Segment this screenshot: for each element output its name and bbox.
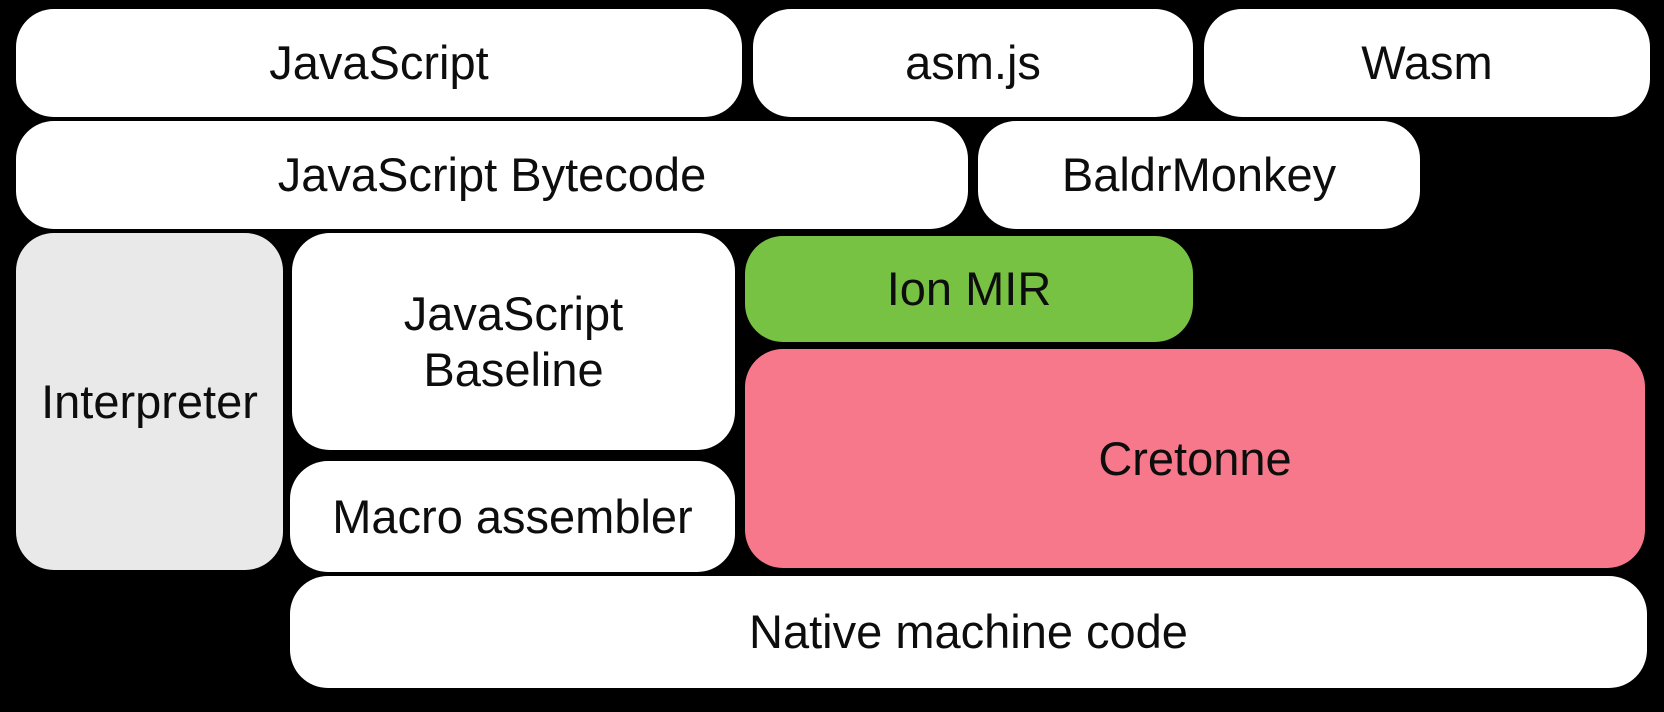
node-javascript-bytecode: JavaScript Bytecode — [16, 121, 968, 229]
node-asmjs: asm.js — [753, 9, 1193, 117]
node-javascript-baseline-label: JavaScript Baseline — [403, 287, 624, 396]
node-baldrmonkey-label: BaldrMonkey — [1061, 148, 1337, 202]
node-javascript: JavaScript — [16, 9, 742, 117]
node-ion-mir-label: Ion MIR — [886, 262, 1052, 316]
node-wasm: Wasm — [1204, 9, 1650, 117]
node-interpreter-label: Interpreter — [41, 374, 258, 428]
node-macro-assembler-label: Macro assembler — [332, 489, 693, 543]
node-cretonne: Cretonne — [745, 349, 1645, 568]
node-ion-mir: Ion MIR — [745, 236, 1193, 342]
node-macro-assembler: Macro assembler — [290, 461, 735, 572]
node-asmjs-label: asm.js — [905, 36, 1041, 90]
node-interpreter: Interpreter — [16, 233, 283, 570]
node-javascript-baseline: JavaScript Baseline — [292, 233, 735, 450]
node-wasm-label: Wasm — [1361, 36, 1493, 90]
node-baldrmonkey: BaldrMonkey — [978, 121, 1420, 229]
node-cretonne-label: Cretonne — [1098, 431, 1292, 485]
node-native-machine-code: Native machine code — [290, 576, 1647, 688]
node-native-machine-code-label: Native machine code — [749, 605, 1188, 659]
node-javascript-label: JavaScript — [269, 36, 489, 90]
node-javascript-bytecode-label: JavaScript Bytecode — [277, 148, 707, 202]
